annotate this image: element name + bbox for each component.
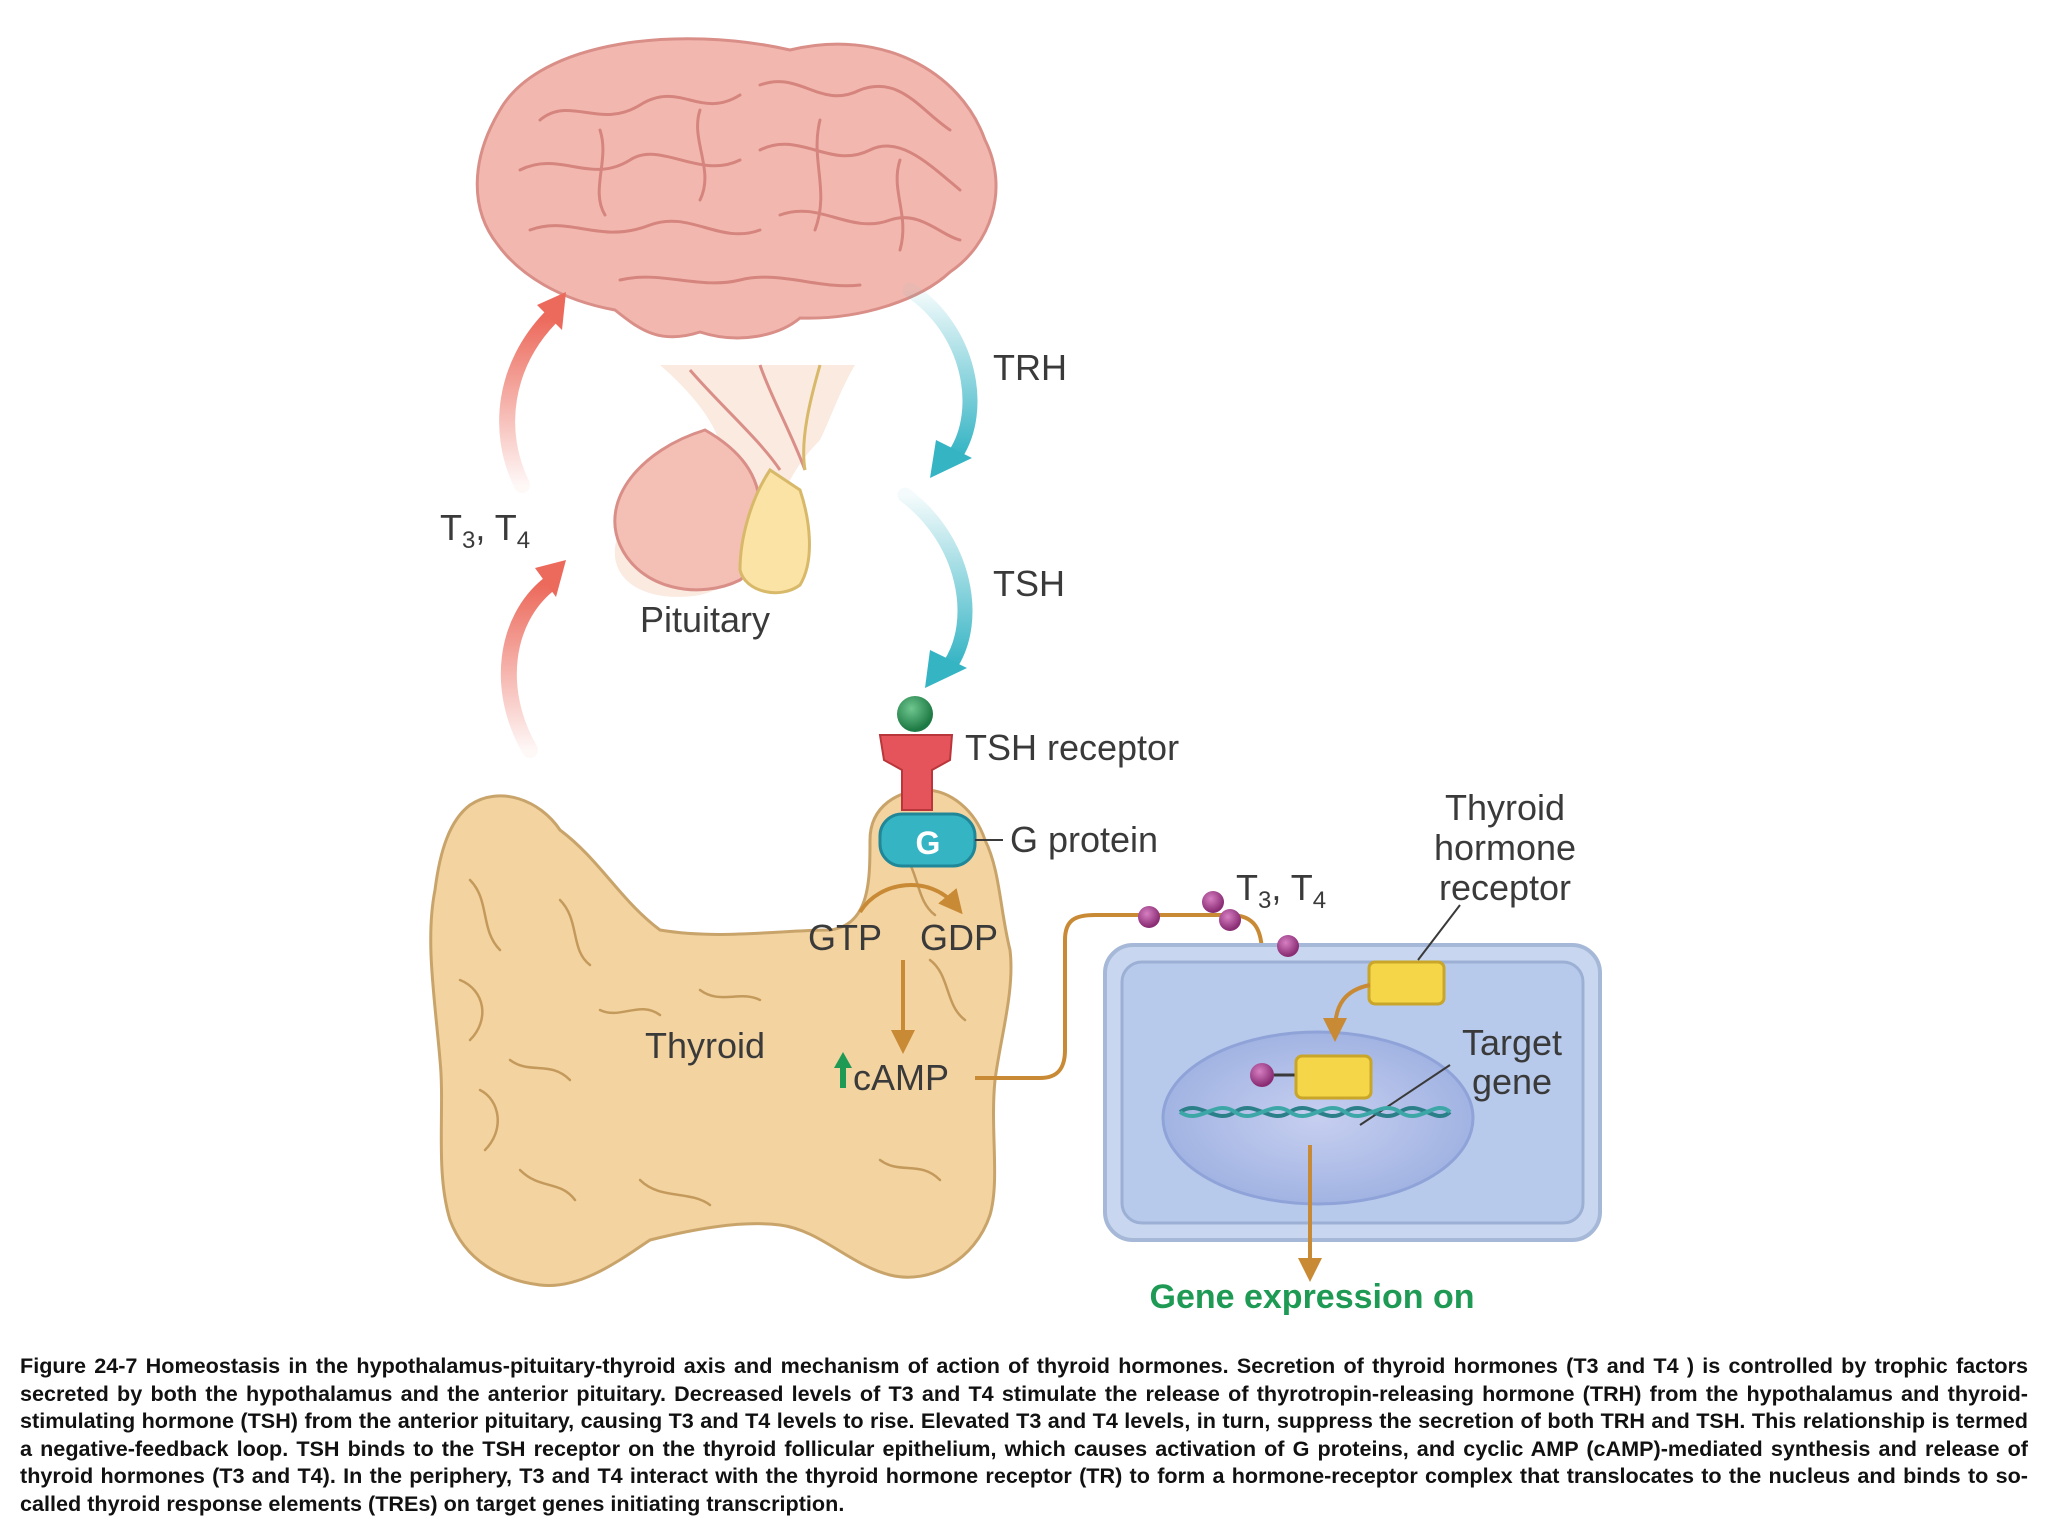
trh-arrow [902,282,978,478]
g-protein-illustration [878,812,1003,868]
hormone-receptor-complex [1274,1054,1451,1126]
dna-helix [1178,1105,1452,1119]
trh-label: TRH [993,347,1067,388]
nucleus [1161,1030,1475,1206]
thyroid-hormone-receptor-label-2: hormone [1434,827,1576,868]
pituitary-label: Pituitary [640,599,770,640]
thyroid-axis-diagram: TRH TSH T3, T4 Pituitary TSH receptor G … [429,37,1602,1316]
camp-label: cAMP [853,1057,949,1098]
target-gene-label-1: Target [1462,1022,1562,1063]
pituitary-illustration [613,364,855,597]
t3t4-cell-label: T3, T4 [1236,867,1326,914]
gene-expression-label: Gene expression on [1150,1278,1475,1316]
brain-illustration [475,37,998,340]
feedback-arrow-lower [500,560,566,758]
thyroid-hormone-receptor-label-1: Thyroid [1445,787,1565,828]
thyroid-label: Thyroid [645,1025,765,1066]
gdp-label: GDP [920,917,998,958]
feedback-arrow-upper [499,292,566,493]
target-gene-label-2: gene [1472,1061,1552,1102]
camp-increase-icon [834,1052,852,1088]
tsh-receptor-illustration [878,696,954,811]
thyroid-illustration [429,788,1013,1288]
thyroid-hormone-receptor-box [1323,904,1461,1042]
gtp-gdp-arrow [858,883,963,915]
hormone-particles [1138,891,1299,1087]
g-protein-label: G protein [1010,819,1158,860]
tsh-arrow [897,487,973,688]
g-letter: G [916,825,941,861]
tsh-receptor-label: TSH receptor [965,727,1179,768]
figure-caption: Figure 24-7 Homeostasis in the hypothala… [20,1353,2028,1516]
hormone-export-line [975,913,1274,1080]
thyroid-hormone-receptor-label-3: receptor [1439,867,1571,908]
feedback-hormones-label: T3, T4 [440,507,530,554]
gtp-label: GTP [808,917,882,958]
tsh-label: TSH [993,563,1065,604]
